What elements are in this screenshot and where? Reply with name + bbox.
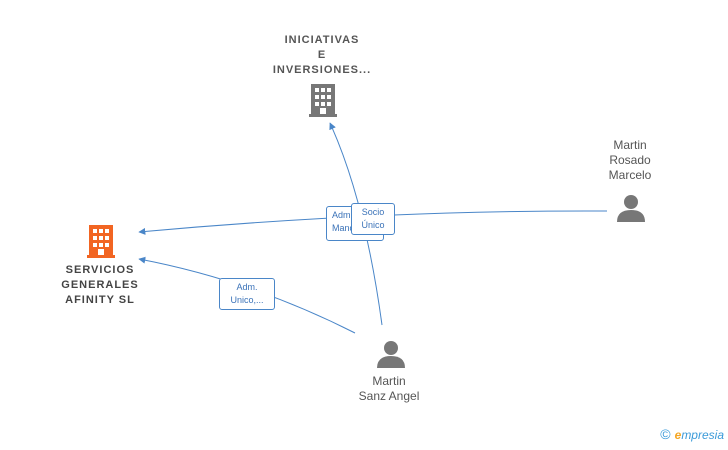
person-icon[interactable]	[617, 195, 645, 222]
node-label-servicios[interactable]: SERVICIOS GENERALES AFINITY SL	[61, 264, 139, 306]
brand-logo: ©empresia	[660, 426, 724, 442]
node-label-iniciativas[interactable]: INICIATIVAS E INVERSIONES...	[272, 34, 372, 76]
person-icon[interactable]	[377, 341, 405, 368]
building-icon[interactable]	[309, 84, 337, 117]
edge-label-socio-unico[interactable]: Socio Único	[351, 203, 395, 235]
copyright-icon: ©	[660, 426, 671, 442]
node-label-rosado[interactable]: Martin Rosado Marcelo	[608, 138, 652, 182]
node-label-sanz[interactable]: Martin Sanz Angel	[358, 374, 420, 403]
building-icon-main[interactable]	[87, 225, 115, 258]
edge-label-adm-unico[interactable]: Adm. Unico,...	[219, 278, 275, 310]
